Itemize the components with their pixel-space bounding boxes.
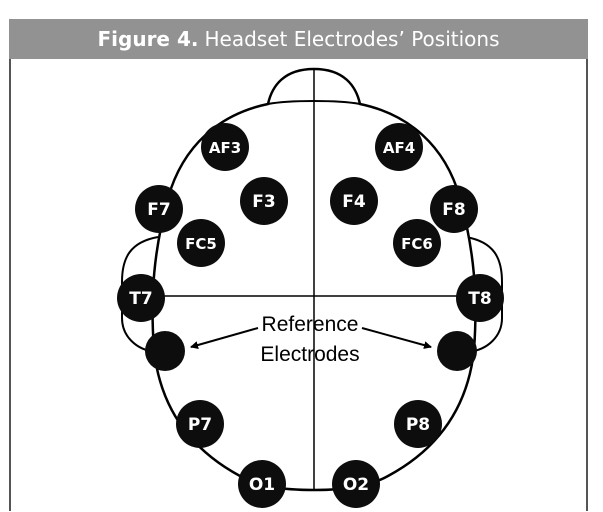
electrode-af3-label: AF3: [209, 139, 241, 157]
electrode-af3: AF3: [201, 123, 249, 171]
electrode-t7-label: T7: [129, 289, 152, 309]
electrode-o2-label: O2: [343, 475, 369, 495]
reference-electrode-left: [145, 331, 185, 371]
electrode-fc5: FC5: [177, 219, 225, 267]
electrode-f7: F7: [135, 185, 183, 233]
electrode-af4-label: AF4: [383, 139, 415, 157]
electrode-p7-dot: [176, 400, 224, 448]
electrode-o2: O2: [332, 460, 380, 508]
electrode-f3: F3: [240, 177, 288, 225]
electrode-af3-dot: [201, 123, 249, 171]
electrode-o2-dot: [332, 460, 380, 508]
figure-header: Figure 4. Headset Electrodes’ Positions: [9, 19, 588, 59]
electrode-fc6: FC6: [393, 219, 441, 267]
electrode-fc6-dot: [393, 219, 441, 267]
electrode-f4: F4: [330, 177, 378, 225]
electrode-f3-label: F3: [252, 192, 275, 212]
electrode-af4-dot: [375, 123, 423, 171]
electrode-t7: T7: [117, 274, 165, 322]
figure-frame: [9, 19, 588, 511]
reference-arrow-left: [190, 327, 259, 349]
electrode-f4-dot: [330, 177, 378, 225]
figure-title: Headset Electrodes’ Positions: [204, 27, 500, 51]
electrode-f7-dot: [135, 185, 183, 233]
electrode-f8-label: F8: [442, 200, 465, 220]
electrode-p8-label: P8: [406, 415, 430, 435]
figure-label: Figure 4.: [97, 27, 199, 51]
electrode-fc6-label: FC6: [401, 235, 433, 253]
electrode-t8: T8: [456, 274, 504, 322]
electrode-p7-label: P7: [188, 415, 212, 435]
electrode-o1: O1: [238, 460, 286, 508]
reference-electrode-right: [437, 331, 477, 371]
electrode-fc5-dot: [177, 219, 225, 267]
electrode-af4: AF4: [375, 123, 423, 171]
electrode-p8: P8: [394, 400, 442, 448]
electrode-f7-label: F7: [147, 200, 170, 220]
electrode-t8-dot: [456, 274, 504, 322]
reference-arrow-right: [361, 327, 432, 349]
reference-label-line2: Electrodes: [260, 343, 359, 366]
electrode-t8-label: T8: [468, 289, 491, 309]
electrode-p8-dot: [394, 400, 442, 448]
electrode-f8-dot: [430, 185, 478, 233]
electrode-t7-dot: [117, 274, 165, 322]
electrode-f3-dot: [240, 177, 288, 225]
reference-label-line1: Reference: [262, 313, 359, 336]
electrode-fc5-label: FC5: [185, 235, 217, 253]
electrode-o1-label: O1: [249, 475, 275, 495]
electrode-o1-dot: [238, 460, 286, 508]
electrode-f4-label: F4: [342, 192, 366, 212]
electrode-f8: F8: [430, 185, 478, 233]
electrode-p7: P7: [176, 400, 224, 448]
